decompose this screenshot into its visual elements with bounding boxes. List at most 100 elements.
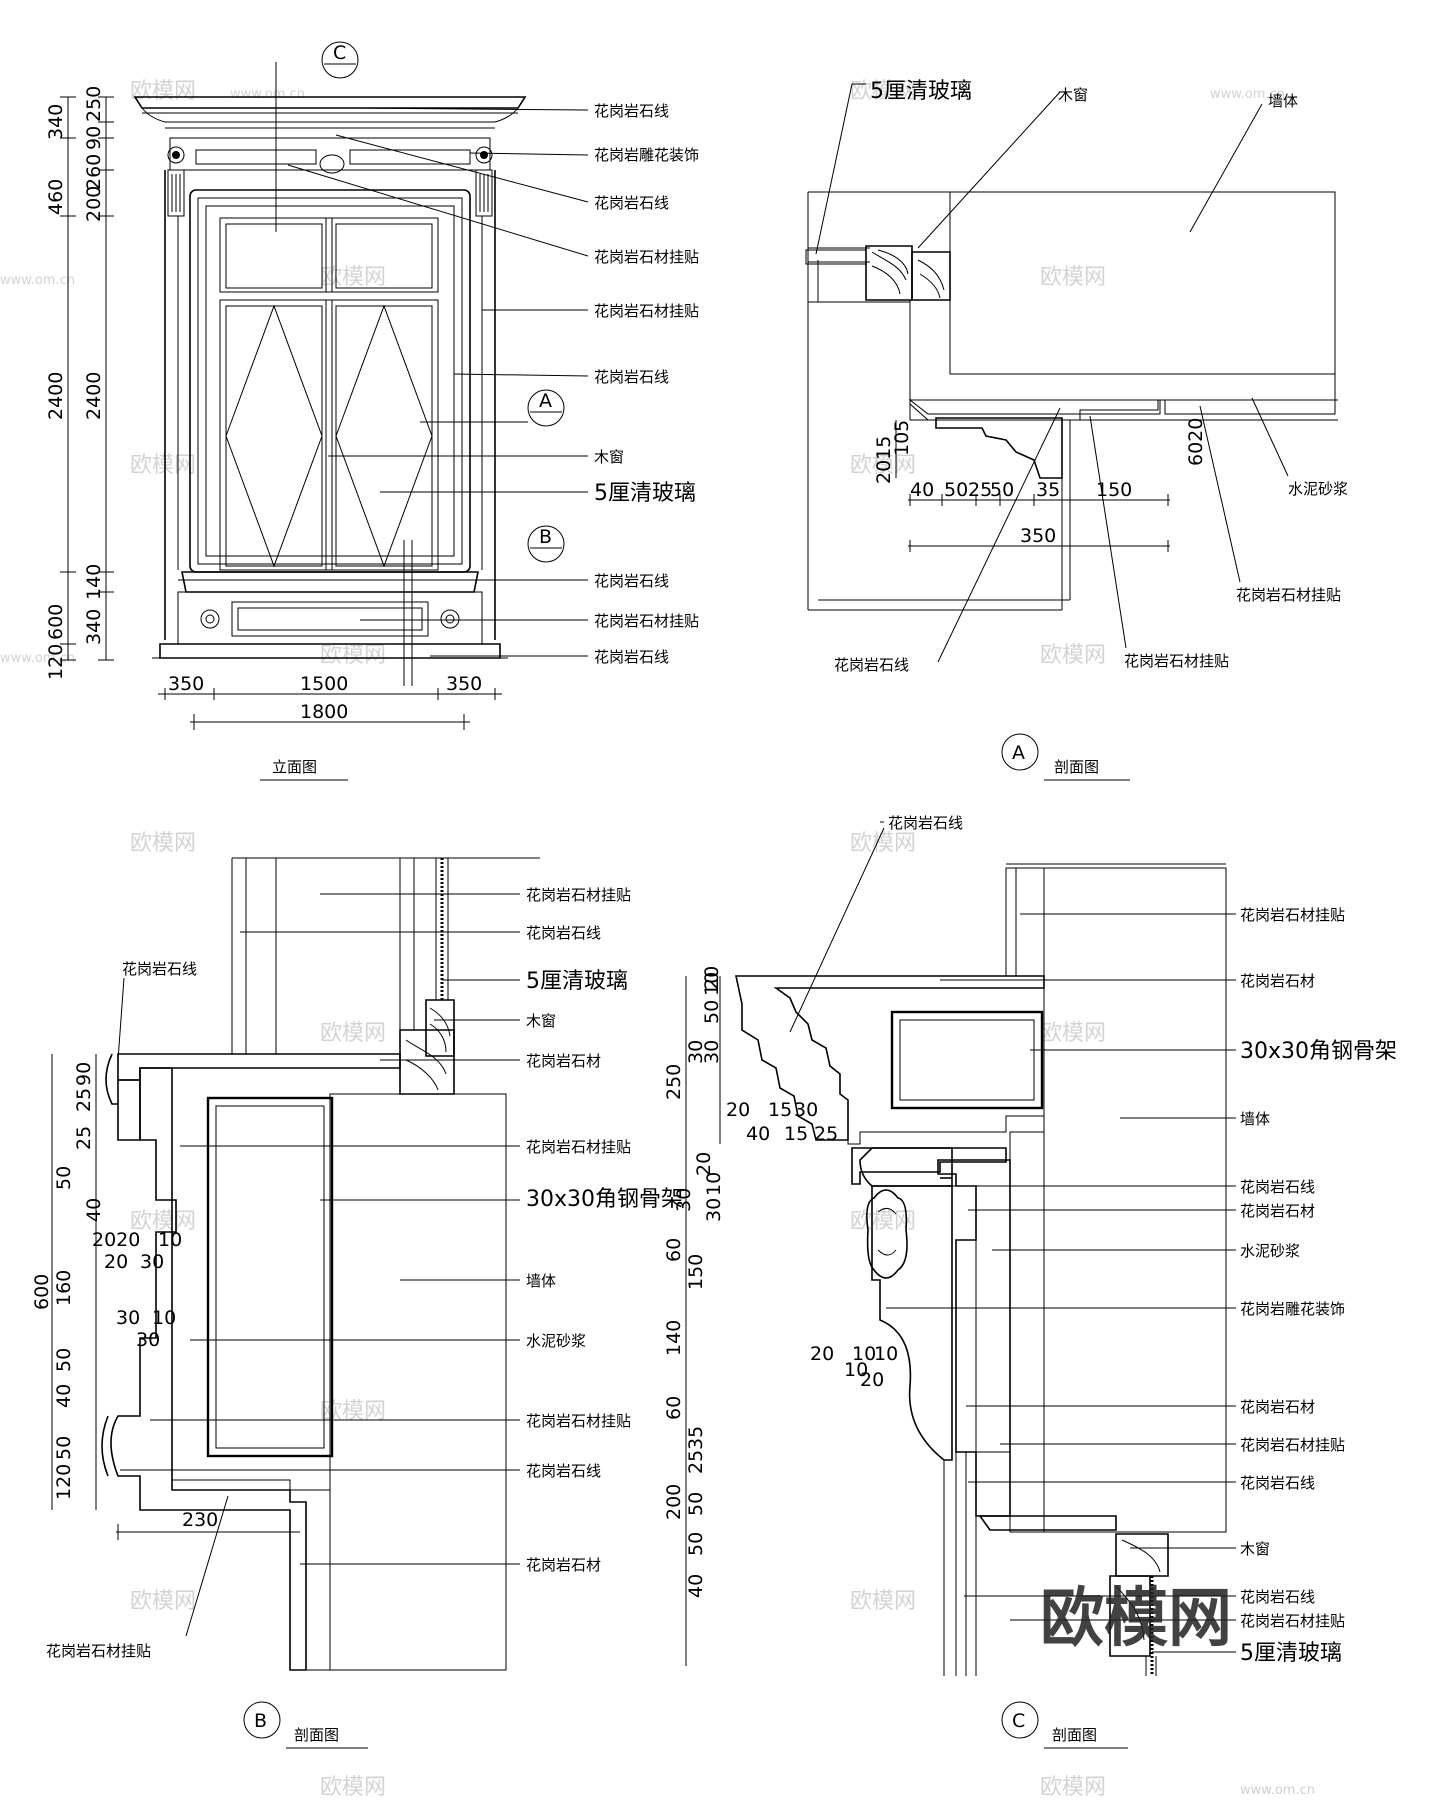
b-label-cladding-4: 花岗岩石材挂贴: [46, 1642, 151, 1660]
b-label-wood-window: 木窗: [526, 1012, 556, 1030]
b-label-wall: 墙体: [526, 1272, 556, 1290]
dim-elev-1800: 1800: [300, 701, 348, 723]
dim-elev-2400b: 2400: [83, 372, 105, 420]
dim-c-30b: 30: [701, 1040, 723, 1064]
c-label-granite-line-1: 花岗岩石线: [1240, 1178, 1315, 1196]
title-section-b: 剖面图: [294, 1726, 339, 1744]
title-elevation: 立面图: [272, 758, 317, 776]
site-watermark: www.om.cn: [1240, 1783, 1315, 1798]
dim-c-30d: 30: [703, 1198, 725, 1222]
b-label-mortar: 水泥砂浆: [526, 1332, 586, 1350]
dim-elev-350b: 350: [446, 673, 482, 695]
b-label-steel-frame: 30x30角钢骨架: [526, 1187, 683, 1212]
svg-text:欧模网: 欧模网: [130, 79, 196, 104]
section-c-view: 10 50 20 250 30 30 30 20 10 30 60 150 14…: [663, 814, 1397, 1749]
svg-text:www.om.cn: www.om.cn: [230, 87, 305, 102]
dim-elev-2400a: 2400: [45, 372, 67, 420]
c-label-cladding-2: 花岗岩石材挂贴: [1240, 1436, 1345, 1454]
dim-a-6020: 6020: [1185, 418, 1207, 466]
svg-text:www.om.cn: www.om.cn: [1210, 87, 1285, 102]
b-label-granite-line-1: 花岗岩石线: [526, 924, 601, 942]
svg-text:欧模网: 欧模网: [130, 831, 196, 856]
dim-elev-260: 260: [83, 154, 105, 190]
dim-c-25: 25: [685, 1450, 707, 1474]
section-b-view: 600 90 25 25 50 40 160 50 40 50 120 2020…: [31, 857, 683, 1749]
section-marker-a: [527, 389, 565, 427]
dim-c-30c: 30: [673, 1188, 695, 1212]
dim-a-50b: 50: [990, 479, 1014, 501]
svg-text:欧模网: 欧模网: [1040, 643, 1106, 668]
dim-c-s20c: 20: [860, 1369, 884, 1391]
c-label-granite-line-3: 花岗岩石线: [1240, 1588, 1315, 1606]
dim-c-150: 150: [685, 1254, 707, 1290]
dim-b-160: 160: [53, 1270, 75, 1306]
elevation-view: 340 460 2400 600 120 250 90 260 200 2400…: [45, 41, 699, 781]
dim-c-s10a: 10: [852, 1343, 876, 1365]
b-title-marker: B: [254, 1710, 267, 1732]
section-a-view: 40 50 25 50 35 150 350 2015 105 6020 5厘清…: [805, 79, 1348, 781]
elev-label-cladding-1: 花岗岩石材挂贴: [594, 248, 699, 266]
dim-b-90: 90: [73, 1062, 95, 1086]
dim-c-200: 200: [663, 1484, 685, 1520]
elev-label-granite-line-5: 花岗岩石线: [594, 648, 669, 666]
a-title-marker: A: [1012, 742, 1025, 764]
elev-label-wood-window: 木窗: [594, 448, 624, 466]
dim-b-20: 20: [104, 1251, 128, 1273]
svg-text:欧模网: 欧模网: [320, 1021, 386, 1046]
dim-c-35: 35: [685, 1426, 707, 1450]
svg-text:欧模网: 欧模网: [130, 1209, 196, 1234]
c-label-wall: 墙体: [1240, 1110, 1270, 1128]
a-label-glass: 5厘清玻璃: [870, 79, 972, 104]
b-label-glass: 5厘清玻璃: [526, 969, 628, 994]
dim-c-140: 140: [663, 1320, 685, 1356]
dim-a-50a: 50: [944, 479, 968, 501]
dim-c-s10b: 10: [874, 1343, 898, 1365]
svg-text:欧模网: 欧模网: [850, 1209, 916, 1234]
dim-a-25: 25: [968, 479, 992, 501]
c-label-steel-frame: 30x30角钢骨架: [1240, 1039, 1397, 1064]
dim-b-230: 230: [182, 1509, 218, 1531]
svg-text:欧模网: 欧模网: [850, 1589, 916, 1614]
b-label-granite-line-3: 花岗岩石线: [122, 960, 197, 978]
svg-text:欧模网: 欧模网: [850, 79, 916, 104]
svg-text:欧模网: 欧模网: [1040, 1021, 1106, 1046]
dim-c-250: 250: [663, 1064, 685, 1100]
dim-elev-250: 250: [83, 86, 105, 122]
dim-elev-120: 120: [45, 644, 67, 680]
c-label-cladding-3: 花岗岩石材挂贴: [1240, 1612, 1345, 1630]
elev-label-granite-line-1: 花岗岩石线: [594, 102, 669, 120]
dim-c-s30: 30: [794, 1099, 818, 1121]
dim-a-105: 105: [891, 420, 913, 456]
dim-elev-340b: 340: [83, 609, 105, 645]
c-label-glass: 5厘清玻璃: [1240, 1641, 1342, 1666]
a-label-cladding-1: 花岗岩石材挂贴: [1236, 586, 1341, 604]
c-label-mortar: 水泥砂浆: [1240, 1242, 1300, 1260]
c-label-carved: 花岗岩雕花装饰: [1240, 1300, 1345, 1318]
dim-elev-140: 140: [83, 564, 105, 600]
marker-b-label: B: [539, 526, 552, 548]
title-section-c: 剖面图: [1052, 1726, 1097, 1744]
c-label-wood-window: 木窗: [1240, 1540, 1270, 1558]
section-marker-b: [527, 525, 565, 563]
elev-label-carved: 花岗岩雕花装饰: [594, 146, 699, 164]
dim-b-600: 600: [31, 1274, 53, 1310]
svg-text:www.om.cn: www.om.cn: [0, 651, 75, 666]
dim-elev-350a: 350: [168, 673, 204, 695]
dim-c-s20: 20: [726, 1099, 750, 1121]
dim-c-s15b: 15: [784, 1123, 808, 1145]
dim-b-30: 30: [140, 1251, 164, 1273]
title-section-a: 剖面图: [1054, 758, 1099, 776]
svg-text:欧模网: 欧模网: [320, 1775, 386, 1800]
svg-text:欧模网: 欧模网: [130, 1589, 196, 1614]
b-label-cladding-3: 花岗岩石材挂贴: [526, 1412, 631, 1430]
dim-c-60: 60: [663, 1238, 685, 1262]
b-label-cladding-2: 花岗岩石材挂贴: [526, 1138, 631, 1156]
b-label-granite-1: 花岗岩石材: [526, 1052, 601, 1070]
c-label-granite-2: 花岗岩石材: [1240, 1202, 1315, 1220]
dim-b-50c: 50: [53, 1436, 75, 1460]
c-label-granite-line-2: 花岗岩石线: [1240, 1474, 1315, 1492]
dim-a-150: 150: [1096, 479, 1132, 501]
svg-text:欧模网: 欧模网: [130, 453, 196, 478]
dim-elev-340: 340: [45, 104, 67, 140]
